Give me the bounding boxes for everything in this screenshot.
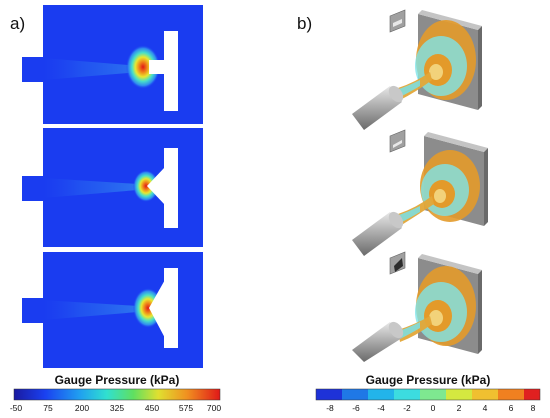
colorbar-a-tick: 75 <box>43 403 53 413</box>
panel-a-label: a) <box>10 14 26 33</box>
colorbar-b-tick: 2 <box>456 403 462 413</box>
panel-b-label: b) <box>297 14 313 33</box>
colorbar-swatch <box>472 389 498 400</box>
panel-b-colorbar-title: Gauge Pressure (kPa) <box>365 373 491 387</box>
colorbar-b-tick: 6 <box>508 403 514 413</box>
panel-b-render-3 <box>352 251 482 362</box>
colorbar-b-tick: -6 <box>352 403 360 413</box>
panel-b-render-1 <box>352 9 482 130</box>
panel-a-slice-2 <box>22 128 203 247</box>
colorbar-b-tick: -4 <box>377 403 385 413</box>
colorbar-swatch <box>316 389 342 400</box>
colorbar-b-tick: 8 <box>530 403 536 413</box>
colorbar-swatch <box>498 389 524 400</box>
colorbar-b-tick: -2 <box>403 403 411 413</box>
panel-a-slice-1 <box>22 5 203 124</box>
panel-a-colorbar <box>13 388 221 401</box>
inset-plate-icon <box>389 129 406 153</box>
colorbar-swatch <box>446 389 472 400</box>
colorbar-swatch <box>368 389 394 400</box>
colorbar-a-tick: 200 <box>74 403 90 413</box>
colorbar-swatch <box>394 389 420 400</box>
colorbar-a-tick: 700 <box>206 403 222 413</box>
panel-b-colorbar <box>315 388 541 401</box>
panel-a-slice-3 <box>22 252 203 368</box>
colorbar-a-tick: 325 <box>109 403 125 413</box>
colorbar-swatch <box>342 389 368 400</box>
panel-a-colorbar-title: Gauge Pressure (kPa) <box>54 373 180 387</box>
colorbar-swatch <box>524 389 540 400</box>
colorbar-b-tick: 4 <box>482 403 488 413</box>
colorbar-a-tick: 575 <box>178 403 194 413</box>
colorbar-b-tick: -8 <box>326 403 334 413</box>
colorbar-swatch <box>420 389 446 400</box>
colorbar-a-tick: -50 <box>9 403 23 413</box>
colorbar-a-tick: 450 <box>144 403 160 413</box>
panel-b-render-2 <box>352 129 488 256</box>
colorbar-b-tick: 0 <box>430 403 436 413</box>
